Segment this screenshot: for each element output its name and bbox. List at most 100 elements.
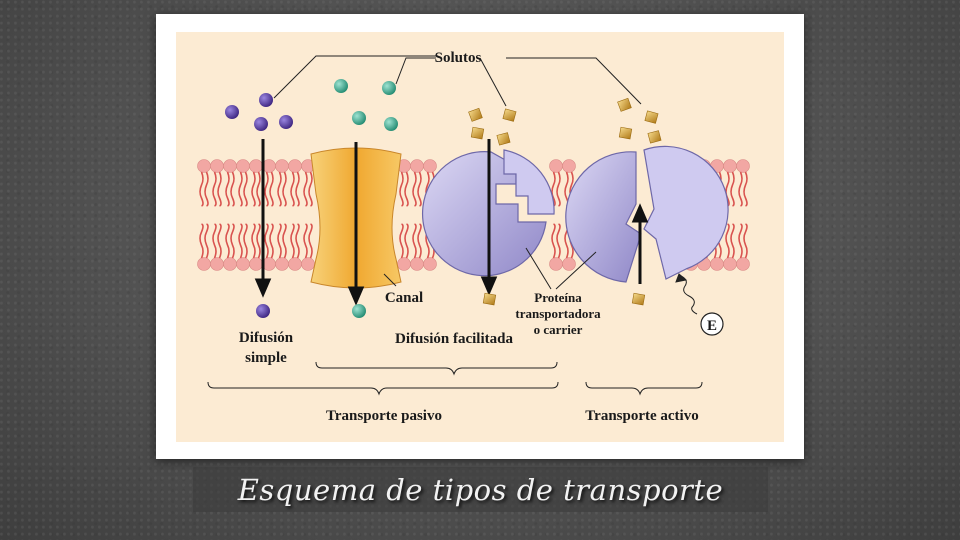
flow-arrows [254, 139, 649, 306]
lipid-tail [290, 171, 295, 207]
slide-caption: Esquema de tipos de transporte [237, 472, 724, 507]
lipid-head [223, 159, 237, 173]
lipid-tail [556, 171, 561, 207]
lipid-tail [551, 223, 556, 259]
lipid-tail [212, 223, 217, 259]
transport-diagram: E Solutos Canal Difusión simple Difusión… [176, 32, 784, 442]
solutes-teal [334, 79, 398, 318]
energy-label: E [707, 318, 717, 334]
proteina-line1: Proteína [534, 290, 582, 305]
lipid-tail [404, 223, 409, 259]
lipid-head [275, 257, 289, 271]
lipid-head [723, 159, 737, 173]
lipid-head [288, 257, 302, 271]
lipid-tail [295, 171, 300, 207]
solutos-label: Solutos [435, 50, 482, 66]
lipid-tail [251, 223, 256, 259]
lipid-tail [551, 171, 556, 207]
lipid-tail [217, 171, 222, 207]
lipid-tail [412, 223, 417, 259]
lipid-head [197, 257, 211, 271]
lipid-tail [256, 171, 261, 207]
lipid-head [410, 257, 424, 271]
lipid-tail [277, 223, 282, 259]
leader-lines [273, 55, 698, 315]
lipid-tail [269, 171, 274, 207]
lipid-tail [264, 171, 269, 207]
lipid-head [549, 257, 563, 271]
lipid-tail [277, 171, 282, 207]
transporte-activo-label: Transporte activo [585, 408, 698, 424]
caption-bar: Esquema de tipos de transporte [193, 467, 768, 512]
lipid-tail [404, 171, 409, 207]
lipid-head [562, 159, 576, 173]
lipid-head [223, 257, 237, 271]
lipid-head [236, 257, 250, 271]
proteina-line2: transportadora [515, 306, 601, 321]
lipid-head [236, 159, 250, 173]
difusion-simple-line1: Difusión [239, 330, 294, 346]
lipid-tail [399, 171, 404, 207]
lipid-head [736, 257, 750, 271]
lipid-head [301, 257, 315, 271]
lipid-tail [251, 171, 256, 207]
lipid-head [736, 159, 750, 173]
lipid-tail [417, 171, 422, 207]
lipid-tail [738, 223, 743, 259]
lipid-head [210, 257, 224, 271]
lipid-tail [290, 223, 295, 259]
canal-label: Canal [385, 290, 423, 306]
lipid-tail [199, 223, 204, 259]
lipid-tail [730, 171, 735, 207]
lipid-tail [230, 171, 235, 207]
carrier-protein-active [565, 145, 729, 283]
lipid-head [562, 257, 576, 271]
lipid-head [197, 159, 211, 173]
lipid-head [723, 257, 737, 271]
lipid-tail [243, 171, 248, 207]
lipid-tail [725, 223, 730, 259]
lipid-tail [417, 223, 422, 259]
proteina-line3: o carrier [534, 322, 583, 337]
lipid-tail [308, 171, 313, 207]
lipid-tail [204, 223, 209, 259]
lipid-tail [204, 171, 209, 207]
lipid-tail [225, 223, 230, 259]
lipid-tail [743, 223, 748, 259]
lipid-tail [399, 223, 404, 259]
lipid-tail [730, 223, 735, 259]
lipid-tail [743, 171, 748, 207]
lipid-head [397, 257, 411, 271]
lipid-head [423, 257, 437, 271]
lipid-tail [269, 223, 274, 259]
difusion-facilitada-label: Difusión facilitada [395, 331, 513, 347]
lipid-head [288, 159, 302, 173]
lipid-tail [303, 223, 308, 259]
lipid-tail [230, 223, 235, 259]
lipid-head [710, 257, 724, 271]
lipid-head [410, 159, 424, 173]
lipid-head [210, 159, 224, 173]
difusion-simple-line2: simple [245, 350, 287, 366]
lipid-tail [212, 171, 217, 207]
lipid-head [423, 159, 437, 173]
lipid-tail [303, 171, 308, 207]
lipid-head [249, 159, 263, 173]
lipid-tail [243, 223, 248, 259]
lipid-head [549, 159, 563, 173]
lipid-tail [256, 223, 261, 259]
lipid-tail [308, 223, 313, 259]
solutes-gold [468, 97, 662, 306]
lipid-tail [282, 171, 287, 207]
carrier-protein-facilitated [421, 149, 555, 277]
lipid-tail [412, 171, 417, 207]
lipid-head [275, 159, 289, 173]
lipid-tail [264, 223, 269, 259]
lipid-tail [282, 223, 287, 259]
lipid-tail [217, 223, 222, 259]
solutes-purple [225, 93, 293, 318]
lipid-tail [295, 223, 300, 259]
lipid-tail [738, 171, 743, 207]
diagram-frame: E Solutos Canal Difusión simple Difusión… [156, 14, 804, 459]
energy-circle [700, 312, 724, 336]
